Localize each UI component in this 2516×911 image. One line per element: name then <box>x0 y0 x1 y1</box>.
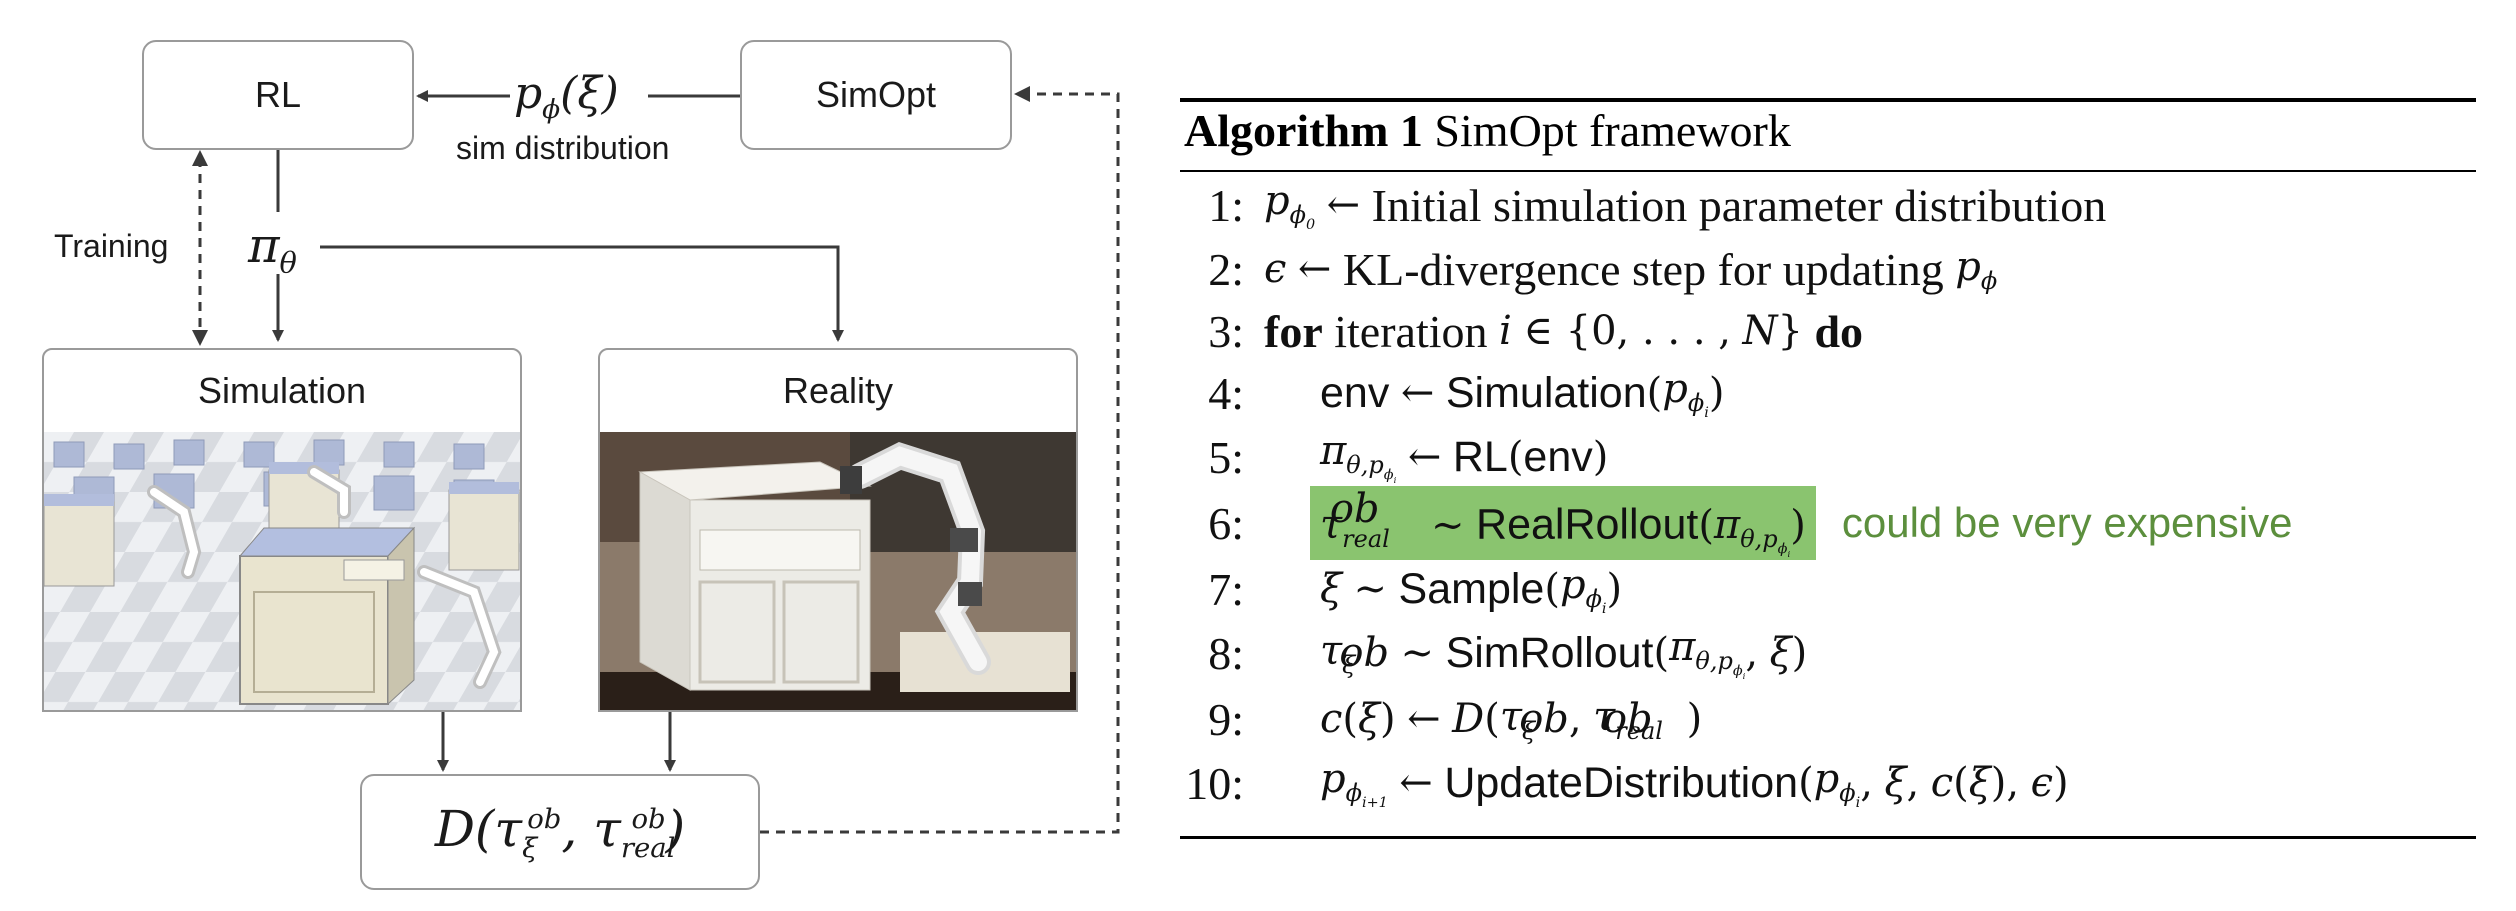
keyword-do: do <box>1814 305 1864 357</box>
line-number: 7: <box>1208 563 1244 615</box>
line-number: 9: <box>1208 693 1244 745</box>
training-label: Training <box>54 228 169 264</box>
line-2-text: KL-divergence step for updating <box>1342 243 1944 295</box>
reality-title: Reality <box>782 370 894 411</box>
sim-distribution-symbol: pϕ(ξ) <box>514 68 619 125</box>
line-number: 1: <box>1208 179 1244 231</box>
line-number: 4: <box>1208 367 1244 419</box>
rl-box: RL <box>142 40 414 150</box>
line-number: 8: <box>1208 627 1244 679</box>
line-3-text: iteration <box>1334 305 1488 357</box>
diagram-arrows <box>192 86 1120 834</box>
algorithm-bottom-rule <box>1180 836 2476 839</box>
rl-label: RL <box>254 74 302 115</box>
simulation-image <box>44 432 520 710</box>
rl-fn: RL <box>1452 432 1508 481</box>
expensive-note: could be very expensive <box>1841 499 2293 546</box>
simulation-title: Simulation <box>197 370 367 411</box>
env-arg: env <box>1523 432 1593 481</box>
algorithm-line-2: 2: ϵ ← KL-divergence step for updating p… <box>1184 238 1997 300</box>
dashed-arrow-d-simopt <box>760 92 1120 834</box>
env-text: env <box>1320 368 1390 417</box>
algorithm-title-rule <box>1180 170 2476 172</box>
arrow-policy-reality <box>320 245 844 342</box>
algorithm-line-3: 3: for iteration i ∈ {0, . . . , N} do <box>1184 300 1863 362</box>
line-number: 6: <box>1208 497 1244 549</box>
simulation-panel: Simulation <box>42 348 522 712</box>
algorithm-line-10: 10: pϕi+1 ← UpdateDistribution(pϕi, ξ, c… <box>1185 755 2069 811</box>
discrepancy-formula: D(τξob, τrealob) <box>434 800 686 864</box>
line-1-text: Initial simulation parameter distributio… <box>1371 179 2107 231</box>
expensive-step-highlight: τrealob ∼ RealRollout(πθ,pϕi) <box>1310 486 1816 560</box>
algorithm-line-1: 1: pϕ0 ← Initial simulation parameter di… <box>1184 174 2106 236</box>
sim-distribution-label: sim distribution <box>456 130 670 166</box>
discrepancy-box: D(τξob, τrealob) <box>360 774 760 890</box>
line-number: 3: <box>1208 305 1244 357</box>
line-number: 10: <box>1185 757 1244 809</box>
sample-fn: Sample <box>1398 564 1545 613</box>
reality-photo <box>600 432 1076 710</box>
keyword-for: for <box>1264 305 1323 357</box>
algorithm-line-4: 4: env ← Simulation(pϕi) <box>1208 362 1724 424</box>
algorithm-title-number: Algorithm 1 <box>1184 105 1423 156</box>
algorithm-line-6: 6: τrealob ∼ RealRollout(πθ,pϕi) could b… <box>1208 486 2293 560</box>
algorithm-title: Algorithm 1 SimOpt framework <box>1184 104 1791 157</box>
algorithm-line-7: 7: ξ ∼ Sample(pϕi) <box>1208 558 1622 620</box>
simopt-label: SimOpt <box>815 74 937 115</box>
algorithm-top-rule <box>1180 98 2476 102</box>
algorithm-title-text: SimOpt framework <box>1434 105 1791 156</box>
algorithm-line-5: 5: πθ,pϕi ← RL(env) <box>1208 426 1608 488</box>
simulation-fn: Simulation <box>1445 368 1647 417</box>
update-fn: UpdateDistribution <box>1444 758 1799 807</box>
line-number: 5: <box>1208 431 1244 483</box>
reality-panel: Reality <box>598 348 1078 712</box>
realrollout-fn: RealRollout <box>1476 500 1699 549</box>
policy-symbol: πθ <box>248 218 297 280</box>
simrollout-fn: SimRollout <box>1445 628 1654 677</box>
simopt-box: SimOpt <box>740 40 1012 150</box>
line-number: 2: <box>1208 243 1244 295</box>
